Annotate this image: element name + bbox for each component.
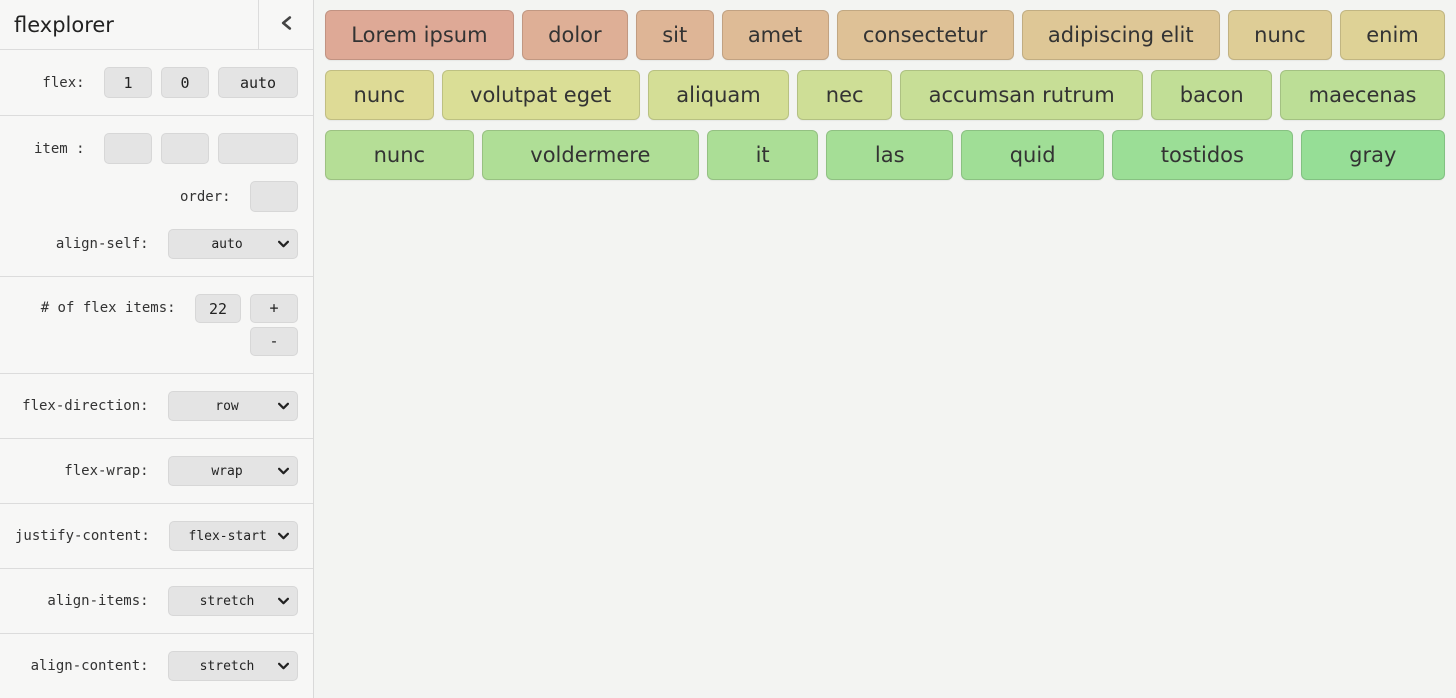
justify-content-label: justify-content:	[15, 528, 159, 544]
flex-row: flex:	[15, 67, 298, 98]
flex-wrap-row: flex-wrap: wrap	[15, 456, 298, 486]
align-self-row: align-self: auto	[15, 229, 298, 259]
item-section: item : order: align-self: auto	[0, 116, 313, 277]
flex-item: voldermere	[481, 130, 699, 180]
flex-wrap-section: flex-wrap: wrap	[0, 439, 313, 504]
order-input[interactable]	[250, 181, 298, 212]
flex-wrap-label: flex-wrap:	[64, 463, 157, 479]
align-items-label: align-items:	[47, 593, 157, 609]
flex-item: bacon	[1151, 70, 1273, 120]
flex-item: Lorem ipsum	[325, 10, 514, 60]
align-content-select[interactable]: stretch	[168, 651, 298, 681]
align-self-value: auto	[211, 236, 243, 252]
flex-item: maecenas	[1280, 70, 1446, 120]
num-items-label: # of flex items:	[40, 300, 184, 316]
flex-item: tostidos	[1112, 130, 1293, 180]
flex-item: sit	[635, 10, 714, 60]
flex-item: nec	[797, 70, 893, 120]
flex-item: aliquam	[647, 70, 790, 120]
flex-item: nunc	[325, 130, 474, 180]
flex-direction-section: flex-direction: row	[0, 374, 313, 439]
align-content-row: align-content: stretch	[15, 651, 298, 681]
align-items-section: align-items: stretch	[0, 569, 313, 634]
flex-item: quid	[961, 130, 1105, 180]
align-items-value: stretch	[199, 593, 255, 609]
sidebar-header: flexplorer	[0, 0, 313, 50]
flex-item: accumsan rutrum	[900, 70, 1144, 120]
justify-content-value: flex-start	[188, 528, 267, 544]
num-items-input[interactable]	[195, 294, 241, 323]
flex-item: amet	[721, 10, 829, 60]
flex-item: las	[826, 130, 954, 180]
remove-item-button[interactable]: -	[250, 327, 298, 356]
flex-item: dolor	[521, 10, 628, 60]
flex-direction-select[interactable]: row	[168, 391, 298, 421]
justify-content-row: justify-content: flex-start	[15, 521, 298, 551]
chevron-left-icon	[281, 16, 292, 33]
flex-item: nunc	[325, 70, 434, 120]
align-content-value: stretch	[199, 658, 255, 674]
justify-content-select[interactable]: flex-start	[169, 521, 298, 551]
align-content-section: align-content: stretch	[0, 634, 313, 698]
flex-shrink-input[interactable]	[161, 67, 209, 98]
order-label: order:	[179, 188, 239, 205]
item-label: item :	[33, 140, 93, 157]
flex-basis-input[interactable]	[218, 67, 298, 98]
flex-direction-label: flex-direction:	[22, 398, 157, 414]
flex-grow-input[interactable]	[104, 67, 152, 98]
flex-direction-row: flex-direction: row	[15, 391, 298, 421]
add-item-button[interactable]: +	[250, 294, 298, 323]
flex-item: volutpat eget	[441, 70, 640, 120]
sidebar: flexplorer flex: item :	[0, 0, 314, 698]
align-content-label: align-content:	[30, 658, 157, 674]
item-row: item :	[15, 133, 298, 164]
flex-wrap-value: wrap	[211, 463, 243, 479]
flex-item: nunc	[1227, 10, 1332, 60]
flex-direction-value: row	[215, 398, 239, 414]
order-row: order:	[15, 181, 298, 212]
align-self-label: align-self:	[55, 236, 157, 252]
flex-item: enim	[1339, 10, 1446, 60]
sidebar-collapse-button[interactable]	[258, 0, 313, 49]
page-title: flexplorer	[14, 12, 114, 37]
item-flex-shrink-input[interactable]	[161, 133, 209, 164]
flex-section: flex:	[0, 50, 313, 116]
flex-item: adipiscing elit	[1021, 10, 1220, 60]
justify-content-section: justify-content: flex-start	[0, 504, 313, 569]
num-items-section: # of flex items: + -	[0, 277, 313, 374]
num-items-stepper: + -	[250, 294, 298, 356]
num-items-row: # of flex items: + -	[15, 294, 298, 356]
align-items-row: align-items: stretch	[15, 586, 298, 616]
flex-wrap-select[interactable]: wrap	[168, 456, 298, 486]
item-flex-grow-input[interactable]	[104, 133, 152, 164]
flex-label: flex:	[42, 74, 93, 91]
flex-item: consectetur	[836, 10, 1014, 60]
item-flex-basis-input[interactable]	[218, 133, 298, 164]
flex-item: it	[706, 130, 819, 180]
align-items-select[interactable]: stretch	[168, 586, 298, 616]
align-self-select[interactable]: auto	[168, 229, 298, 259]
flex-item: gray	[1300, 130, 1446, 180]
